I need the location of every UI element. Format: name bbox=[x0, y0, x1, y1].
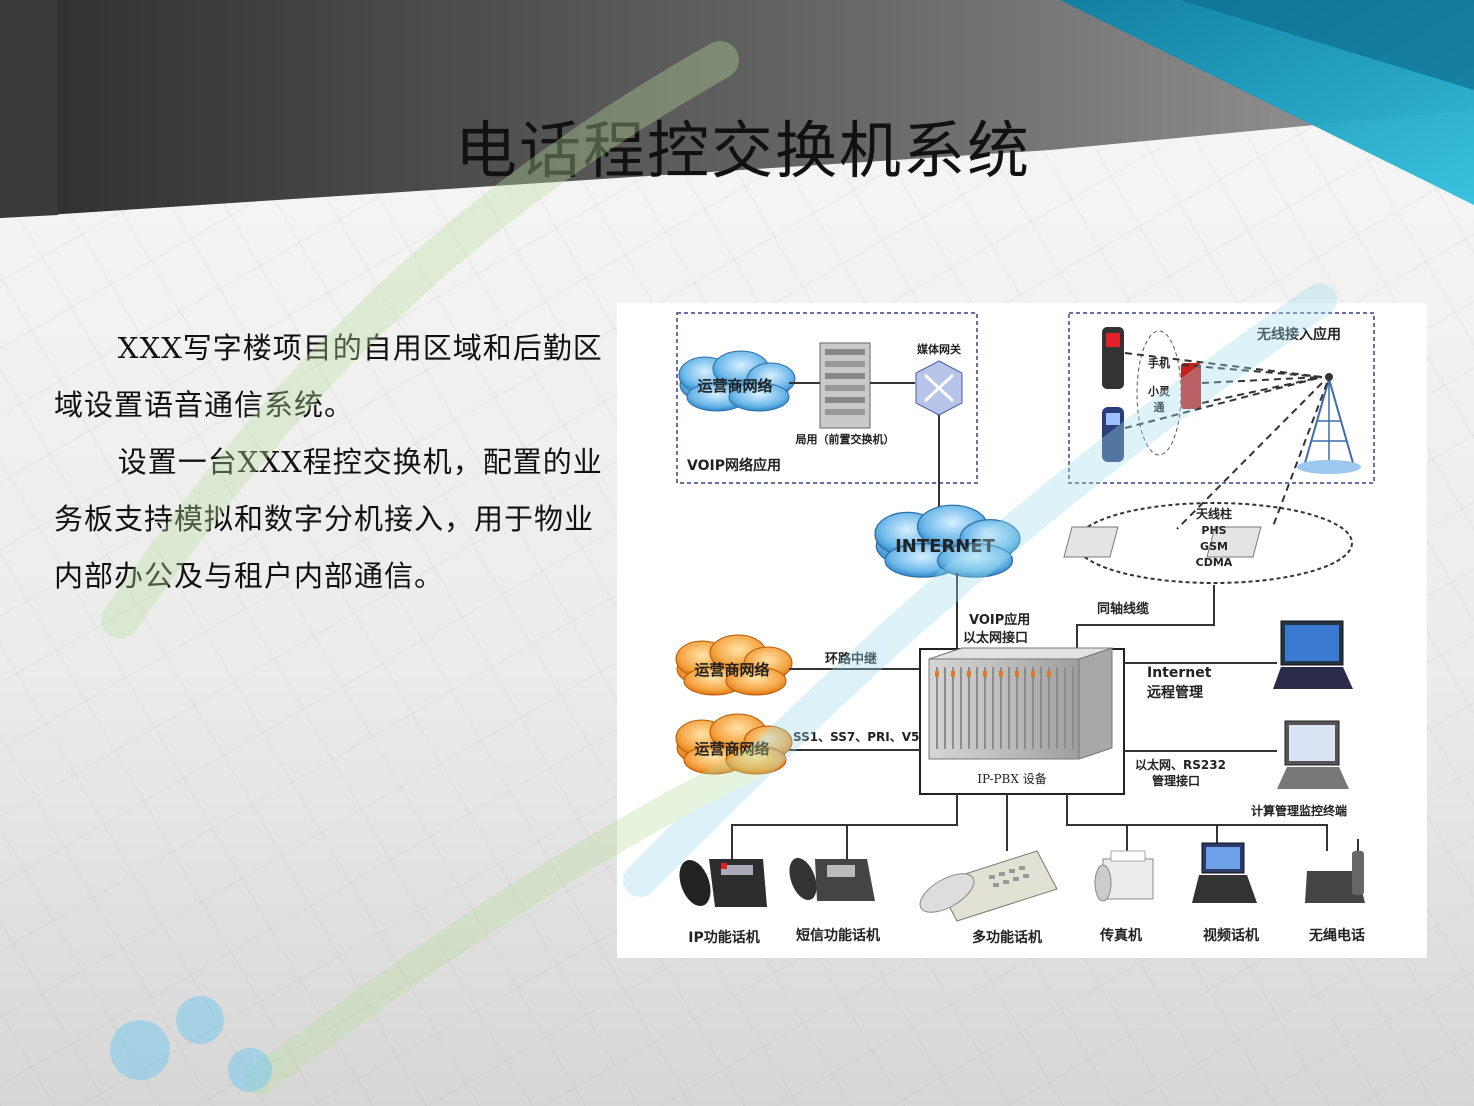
phone-label: 手机 bbox=[1148, 356, 1170, 370]
local-switch-label: 局用（前置交换机） bbox=[795, 432, 895, 446]
paragraph-1: XXX写字楼项目的自用区域和后勤区域设置语音通信系统。 bbox=[54, 331, 603, 422]
voip-box: 运营商网络 局用（前置交换机） 媒体网关 VOIP网络应用 bbox=[676, 312, 978, 484]
coax-label: 同轴线缆 bbox=[1097, 601, 1149, 617]
monitor-terminal-label: 计算管理监控终端 bbox=[1251, 803, 1347, 818]
fax-icon bbox=[1094, 850, 1154, 902]
ip-pbx-device: IP-PBX 设备 bbox=[919, 647, 1125, 795]
terminal-label-video-phone: 视频话机 bbox=[1203, 927, 1259, 944]
network-diagram: 运营商网络 局用（前置交换机） 媒体网关 VOIP网络应用 bbox=[617, 303, 1427, 958]
laptop-remote-icon bbox=[1273, 620, 1353, 689]
voip-app-label: VOIP应用 bbox=[969, 612, 1030, 628]
carrier-cloud-top-label: 运营商网络 bbox=[697, 377, 772, 395]
signaling-label: SS1、SS7、PRI、V5 bbox=[793, 730, 919, 744]
antenna-group: 天线柱 PHS GSM CDMA bbox=[1063, 502, 1353, 584]
antenna-label-3: GSM bbox=[1200, 540, 1228, 553]
cordless-phone-icon bbox=[1305, 839, 1365, 903]
wireless-caption: 无线接入应用 bbox=[1256, 326, 1341, 343]
wireless-box: 无线接入应用 手机 小灵 通 bbox=[1068, 312, 1375, 484]
mgmt-interface-label-2: 管理接口 bbox=[1152, 773, 1200, 788]
diagram-canvas: 运营商网络 局用（前置交换机） 媒体网关 VOIP网络应用 bbox=[675, 312, 1375, 946]
router-icon bbox=[915, 360, 963, 416]
ip-phone-icon bbox=[679, 859, 767, 907]
phs-phone-icon bbox=[1181, 363, 1201, 409]
terminal-label-cordless: 无绳电话 bbox=[1308, 927, 1365, 944]
remote-mgmt-label-2: 远程管理 bbox=[1147, 684, 1203, 701]
ring-trunk-label: 环路中继 bbox=[825, 651, 877, 667]
terminal-label-sms-phone: 短信功能话机 bbox=[796, 927, 880, 944]
internet-label: INTERNET bbox=[895, 536, 996, 557]
voip-caption: VOIP网络应用 bbox=[687, 457, 781, 474]
carrier-cloud-ring-label: 运营商网络 bbox=[694, 661, 769, 679]
remote-mgmt-label-1: Internet bbox=[1147, 665, 1212, 681]
phs-label-1: 小灵 bbox=[1147, 384, 1171, 398]
slide-title: 电话程控交换机系统 bbox=[455, 114, 1032, 187]
cell-tower-icon bbox=[1297, 373, 1361, 474]
sms-phone-icon bbox=[789, 857, 875, 901]
multifunction-phone-icon bbox=[919, 850, 1058, 922]
paragraph-2: 设置一台XXX程控交换机，配置的业务板支持模拟和数字分机接入，用于物业内部办公及… bbox=[54, 445, 603, 593]
antenna-label-4: CDMA bbox=[1196, 556, 1233, 569]
body-text: XXX写字楼项目的自用区域和后勤区域设置语音通信系统。 设置一台XXX程控交换机… bbox=[54, 320, 614, 605]
media-gateway-label: 媒体网关 bbox=[916, 342, 961, 356]
pbx-label: IP-PBX 设备 bbox=[977, 772, 1046, 786]
terminal-label-fax: 传真机 bbox=[1099, 927, 1142, 944]
mobile-phone-icon bbox=[1102, 327, 1124, 462]
antenna-label-2: PHS bbox=[1201, 524, 1226, 537]
laptop-monitor-icon bbox=[1277, 720, 1349, 789]
mgmt-interface-label-1: 以太网、RS232 bbox=[1135, 757, 1226, 772]
carrier-cloud-signal-label: 运营商网络 bbox=[694, 740, 769, 758]
local-switch-icon bbox=[819, 342, 871, 429]
phs-label-2: 通 bbox=[1154, 401, 1165, 414]
video-phone-icon bbox=[1192, 842, 1257, 903]
terminal-label-ip-phone: IP功能话机 bbox=[688, 929, 759, 946]
terminal-label-multifunction: 多功能话机 bbox=[972, 929, 1042, 946]
ethernet-label: 以太网接口 bbox=[963, 630, 1028, 646]
title-banner bbox=[0, 0, 1474, 218]
antenna-label-1: 天线柱 bbox=[1196, 506, 1232, 521]
